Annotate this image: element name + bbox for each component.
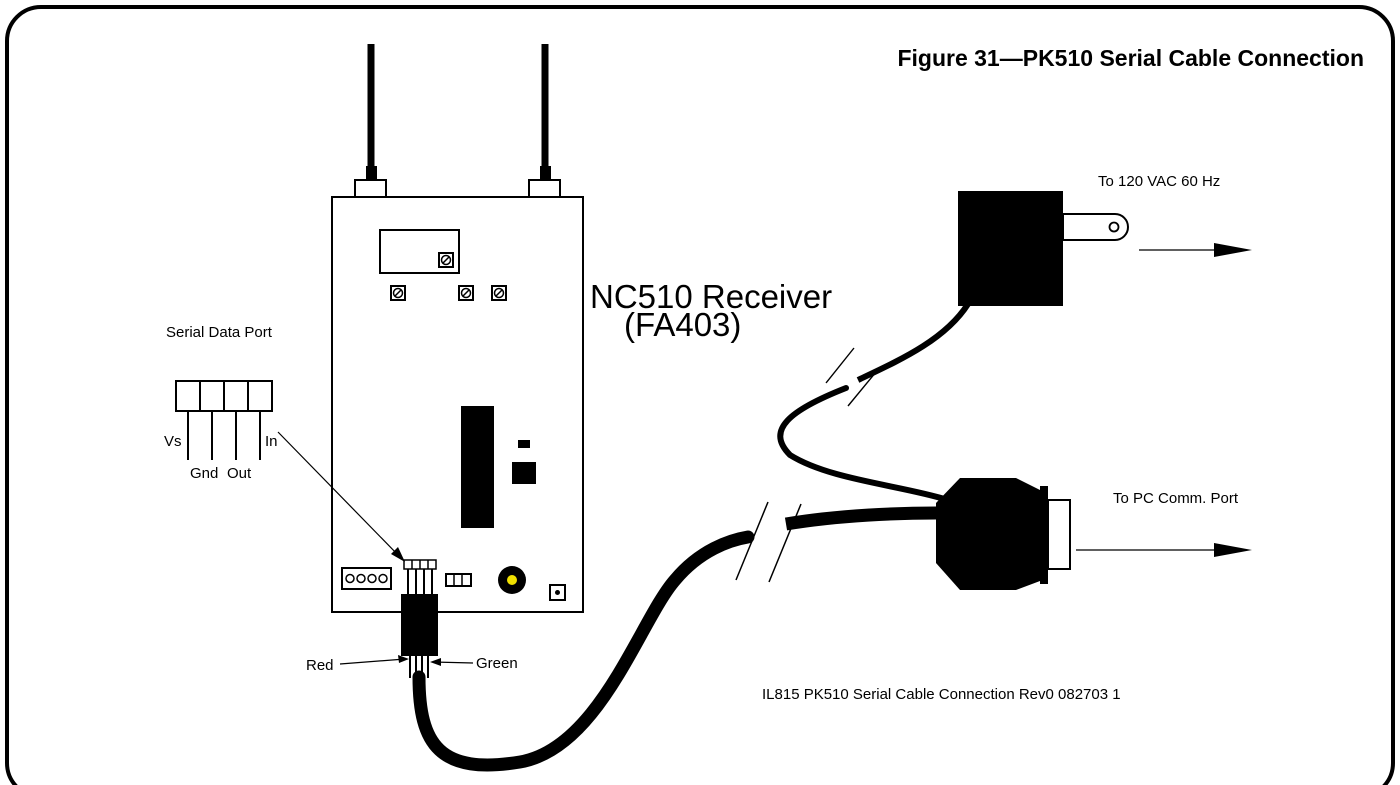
power-label: To 120 VAC 60 Hz — [1098, 173, 1220, 190]
jumper — [445, 573, 472, 587]
db9-connector — [936, 478, 1071, 590]
screw-icon — [491, 285, 507, 301]
cable-break-mark — [825, 347, 855, 384]
pin-label-out: Out — [227, 465, 252, 482]
figure-border — [5, 5, 1395, 785]
screw-icon — [390, 285, 406, 301]
receiver-name: NC510 Receiver — [590, 278, 832, 315]
antenna-left — [354, 44, 387, 220]
power-adapter — [958, 191, 1129, 306]
green-wire-label: Green — [476, 655, 518, 672]
callout-arrow — [277, 431, 405, 562]
serial-cable — [412, 530, 755, 772]
pin-label-in: In — [265, 433, 278, 450]
red-wire-label: Red — [306, 657, 334, 674]
terminal-block — [341, 567, 392, 590]
red-wire-pointer — [339, 658, 406, 665]
ic-chip — [461, 406, 494, 528]
power-cable — [856, 302, 971, 383]
receiver-board — [331, 196, 584, 613]
screw-icon — [438, 252, 454, 268]
plug-housing — [401, 594, 438, 656]
drawing-reference: IL815 PK510 Serial Cable Connection Rev0… — [762, 686, 1121, 703]
indicator-led — [498, 566, 526, 594]
cable-break-mark — [847, 371, 877, 407]
serial-port-pinout — [175, 380, 273, 460]
screw-icon — [458, 285, 474, 301]
pin-label-vs: Vs — [164, 433, 182, 450]
pin-label-gnd: Gnd — [190, 465, 218, 482]
serial-header — [403, 559, 437, 594]
serial-port-title: Serial Data Port — [166, 324, 273, 341]
receiver-model: (FA403) — [624, 306, 741, 343]
component — [518, 440, 530, 448]
power-arrow — [1139, 243, 1252, 257]
pc-arrow — [1076, 543, 1252, 557]
figure-title: Figure 31—PK510 Serial Cable Connection — [897, 45, 1364, 71]
antenna-right — [528, 44, 561, 220]
component — [512, 462, 536, 484]
pc-label: To PC Comm. Port — [1113, 490, 1239, 507]
cable-break-mark — [768, 503, 802, 583]
test-point — [549, 584, 566, 601]
serial-cable — [784, 506, 937, 531]
power-cable — [777, 385, 951, 503]
cable-break-mark — [735, 501, 769, 581]
